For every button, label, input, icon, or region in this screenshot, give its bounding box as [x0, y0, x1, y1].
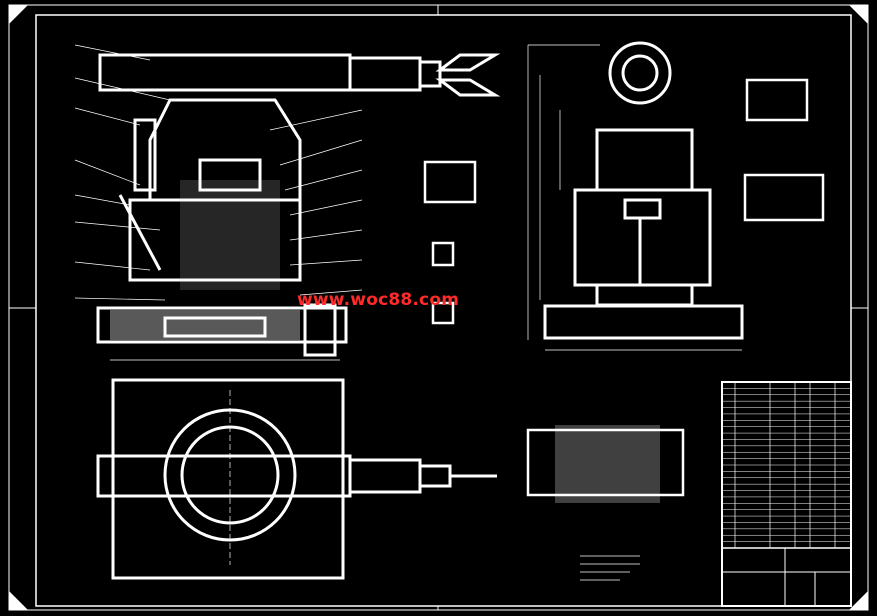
front-elevation-leaders [74, 44, 363, 361]
detail-views [423, 78, 825, 503]
side-elevation-view [543, 41, 744, 340]
plan-view [96, 378, 497, 580]
front-elevation-view [96, 53, 501, 357]
drawing-frame [8, 4, 869, 611]
technical-notes [580, 555, 640, 581]
parts-list-rows [722, 388, 851, 542]
side-elevation-dims [527, 44, 742, 351]
title-block [721, 381, 852, 607]
watermark-text: www.woc88.com [297, 290, 460, 310]
